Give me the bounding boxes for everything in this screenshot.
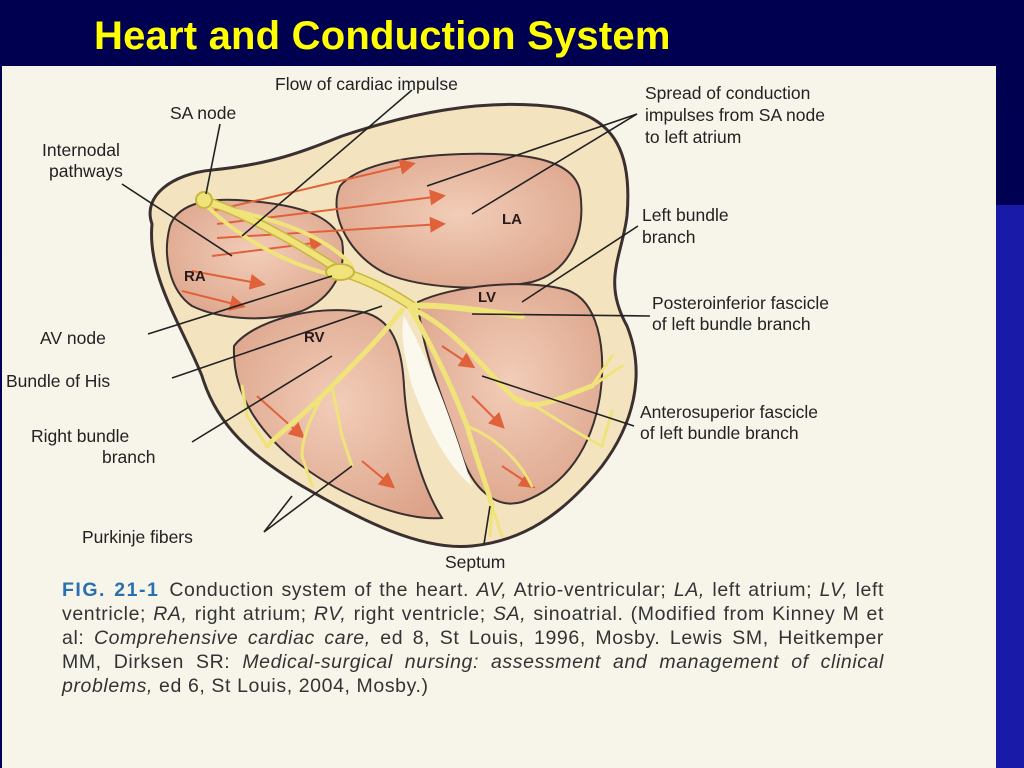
label-post-1: Posteroinferior fascicle — [652, 293, 829, 313]
label-lbb-2: branch — [642, 227, 696, 247]
label-rbb-2: branch — [102, 447, 156, 467]
caption-text: ed 8, St Louis, 1996, Mosby. Lewis SM, H… — [62, 627, 884, 673]
label-his: Bundle of His — [6, 371, 110, 391]
label-av-node: AV node — [40, 328, 106, 348]
chamber-label-rv: RV — [304, 329, 325, 346]
chamber-label-lv: LV — [478, 289, 496, 306]
label-internodal-1: Internodal — [42, 140, 120, 160]
caption-abbr: LV, — [819, 579, 849, 601]
leader-lines — [121, 89, 651, 545]
caption-abbr: RV, — [313, 603, 347, 625]
label-rbb-1: Right bundle — [31, 426, 129, 446]
caption-abbr: SA, — [492, 603, 527, 625]
label-lbb-1: Left bundle — [642, 205, 729, 225]
slide-accent-strip — [996, 205, 1024, 768]
heart-diagram: RA LA LV RV Flow of cardiac impulse SA n… — [6, 74, 829, 572]
left-atrium — [335, 152, 583, 289]
label-sa-node: SA node — [170, 103, 236, 123]
label-flow: Flow of cardiac impulse — [275, 74, 458, 94]
chamber-label-ra: RA — [184, 268, 206, 285]
label-purkinje: Purkinje fibers — [82, 527, 193, 547]
caption-abbr: LA, — [673, 579, 705, 601]
figure-caption: FIG. 21-1 Conduction system of the heart.… — [62, 578, 884, 698]
label-spread-2: impulses from SA node — [645, 105, 825, 125]
caption-text: Conduction system of the heart. — [169, 579, 477, 601]
caption-book-title: Medical-surgical nursing: assessment and… — [62, 651, 884, 697]
label-ant-2: of left bundle branch — [640, 423, 799, 443]
conduction-system — [195, 191, 624, 538]
label-spread-3: to left atrium — [645, 127, 741, 147]
figure-panel: RA LA LV RV Flow of cardiac impulse SA n… — [2, 66, 996, 768]
caption-book-title: Comprehensive cardiac care, — [93, 627, 371, 649]
label-post-2: of left bundle branch — [652, 314, 811, 334]
caption-text: right ventricle; — [346, 603, 493, 625]
figure-number: FIG. 21-1 — [62, 579, 160, 601]
caption-text: sinoatrial. (Modified from Kinney M et a… — [62, 603, 885, 649]
chamber-label-la: LA — [502, 211, 522, 228]
label-septum: Septum — [445, 552, 505, 572]
label-spread-1: Spread of conduction — [645, 83, 810, 103]
caption-abbr: RA, — [153, 603, 188, 625]
slide-title: Heart and Conduction System — [94, 14, 671, 58]
label-ant-1: Anterosuperior fascicle — [640, 402, 818, 422]
caption-text: Atrio-ventricular; — [507, 579, 674, 601]
caption-abbr: AV, — [476, 579, 508, 601]
caption-text: left atrium; — [704, 579, 820, 601]
label-internodal-2: pathways — [49, 161, 123, 181]
caption-text: right atrium; — [187, 603, 314, 625]
caption-text: left ventricle; — [62, 579, 885, 625]
caption-text: ed 6, St Louis, 2004, Mosby.) — [153, 675, 429, 697]
septum — [402, 316, 472, 486]
